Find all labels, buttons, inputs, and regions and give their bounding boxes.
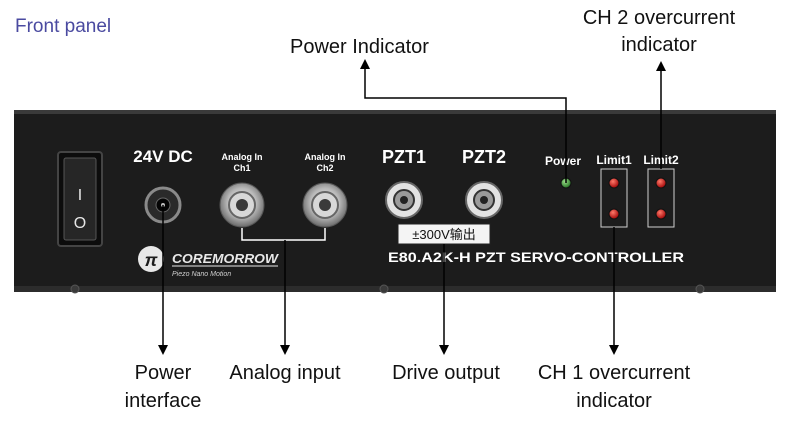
callout-ch1-overcurrent-line1: CH 1 overcurrent — [538, 362, 691, 384]
panel-screw — [695, 284, 705, 294]
pzt2-label: PZT2 — [462, 147, 506, 167]
panel-screw — [379, 284, 389, 294]
pzt1-connector-center — [400, 196, 408, 204]
switch-on-label: I — [78, 187, 82, 204]
limit1-led-bottom — [608, 208, 620, 220]
brand-tagline: Piezo Nano Motion — [172, 271, 231, 278]
analog-ch2-bnc-center — [319, 199, 331, 211]
analog-input-bracket — [241, 228, 326, 241]
pzt2-connector-center — [480, 196, 488, 204]
callout-power-indicator: Power Indicator — [290, 36, 429, 58]
callout-drive-output: Drive output — [392, 362, 500, 384]
limit1-led-top — [608, 177, 620, 189]
dc-label: 24V DC — [133, 147, 193, 166]
power-switch-rocker[interactable] — [63, 157, 97, 241]
power-led-label: Power — [545, 154, 581, 168]
brand-logo-glyph: π — [145, 250, 158, 270]
limit2-led-bottom — [655, 208, 667, 220]
brand-name: COREMORROW — [172, 251, 280, 266]
callout-analog-input: Analog input — [229, 362, 341, 384]
voltage-warning-text: ±300V输出 — [412, 227, 476, 242]
switch-off-label: O — [74, 215, 86, 232]
callout-power-interface-line2: interface — [125, 390, 202, 412]
callout-ch2-overcurrent-line1: CH 2 overcurrent — [583, 7, 736, 29]
panel-screw — [70, 284, 80, 294]
page-title: Front panel — [15, 16, 111, 37]
analog-ch1-label-line1: Analog In — [222, 152, 263, 162]
limit2-led-top — [655, 177, 667, 189]
pzt1-label: PZT1 — [382, 147, 426, 167]
model-name: E80.A2K-H PZT SERVO-CONTROLLER — [388, 249, 684, 265]
callout-power-interface-line1: Power — [135, 362, 192, 384]
panel-top-edge — [14, 110, 776, 114]
analog-ch1-bnc-center — [236, 199, 248, 211]
brand-logo-icon — [138, 246, 164, 272]
callout-ch2-overcurrent-line2: indicator — [621, 34, 697, 56]
power-indicator-leader — [360, 59, 567, 183]
analog-ch2-label-line2: Ch2 — [316, 163, 333, 173]
callout-ch1-overcurrent-line2: indicator — [576, 390, 652, 412]
limit1-label: Limit1 — [596, 153, 632, 167]
analog-ch1-label-line2: Ch1 — [233, 163, 250, 173]
analog-ch2-label-line1: Analog In — [305, 152, 346, 162]
panel-bottom-edge — [14, 286, 776, 292]
